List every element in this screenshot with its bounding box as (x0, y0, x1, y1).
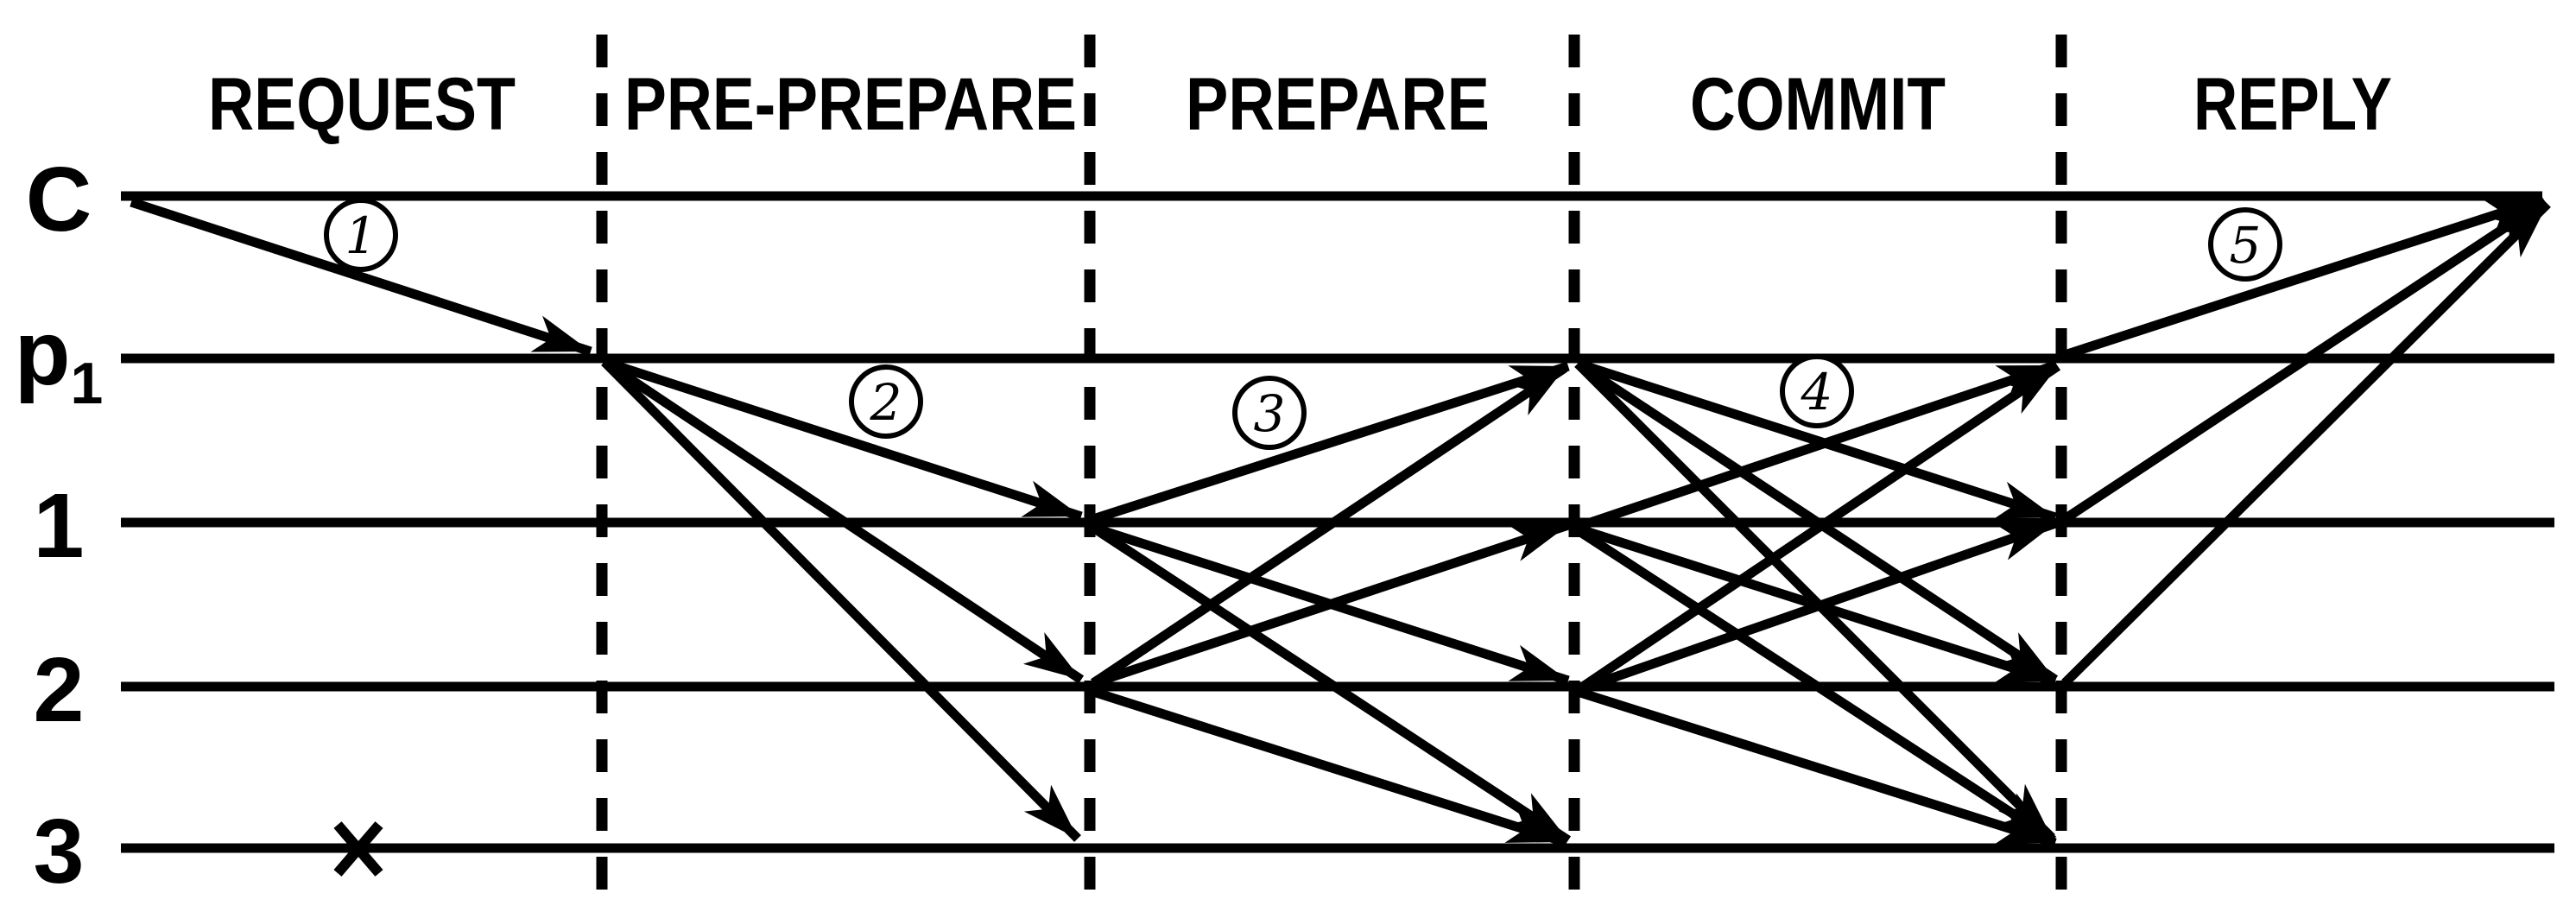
message-arrow-reply-1-to-C (2061, 197, 2548, 523)
message-arrow-pre-prepare-p1-to-2 (601, 358, 1085, 684)
phase-label-request: REQUEST (208, 63, 516, 146)
step-badge-circle-3 (1232, 376, 1307, 450)
message-arrow-prepare-2-to-1 (1092, 520, 1570, 688)
lane-label-2: 2 (34, 639, 85, 741)
step-badge-number-5: 5 (2230, 216, 2262, 275)
message-arrow-prepare-1-to-3 (1090, 523, 1572, 845)
message-arrow-reply-p1-to-C (2063, 194, 2544, 360)
message-arrow-commit-1-to-p1 (1576, 360, 2057, 532)
phase-label-prepare: PREPARE (1186, 63, 1490, 146)
lane-label-C: C (26, 149, 92, 250)
step-badges-layer: 1 2 3 4 5 (324, 198, 2282, 450)
message-arrow-request-C-to-p1 (130, 197, 592, 357)
lane-label-p1: p1 (15, 302, 104, 416)
step-badge-number-3: 3 (1254, 384, 1286, 443)
phase-label-reply: REPLY (2193, 63, 2392, 146)
step-badge-number-1: 1 (345, 206, 377, 265)
message-arrow-prepare-1-to-p1 (1092, 361, 1570, 524)
message-arrow-commit-2-to-1 (1576, 518, 2057, 695)
message-arrow-pre-prepare-p1-to-1 (603, 357, 1083, 522)
message-arrow-prepare-2-to-p1 (1090, 364, 1568, 687)
message-arrow-commit-1-to-3 (1574, 526, 2057, 845)
phase-label-commit: COMMIT (1690, 63, 1946, 146)
message-arrow-commit-p1-to-2 (1574, 359, 2059, 684)
labels-layer: Cp1 1 2 3 REQUEST PRE-PREPARE PREPARE COMMIT REP… (15, 63, 2392, 902)
step-badge-circle-2 (849, 364, 923, 439)
step-badge-circle-4 (1780, 354, 1854, 428)
lane-label-3: 3 (34, 801, 85, 902)
message-arrow-reply-2-to-C (2061, 200, 2551, 687)
message-arrows-layer (130, 194, 2551, 877)
fault-x-mark (333, 821, 383, 877)
step-badge-circle-5 (2208, 207, 2282, 282)
phase-dividers-layer (596, 35, 2067, 905)
message-arrow-prepare-2-to-3 (1092, 687, 1566, 847)
phase-label-pre-prepare: PRE-PREPARE (624, 63, 1077, 146)
step-badge-number-2: 2 (870, 373, 902, 432)
message-arrow-commit-2-to-3 (1576, 687, 2057, 848)
message-arrow-commit-p1-to-1 (1576, 358, 2057, 522)
step-badge-number-4: 4 (1801, 363, 1833, 421)
message-arrow-pre-prepare-p1-to-3 (601, 358, 1081, 842)
lane-label-1: 1 (34, 475, 85, 577)
message-arrow-commit-2-to-p1 (1574, 362, 2061, 694)
step-badge-circle-1 (324, 198, 398, 272)
